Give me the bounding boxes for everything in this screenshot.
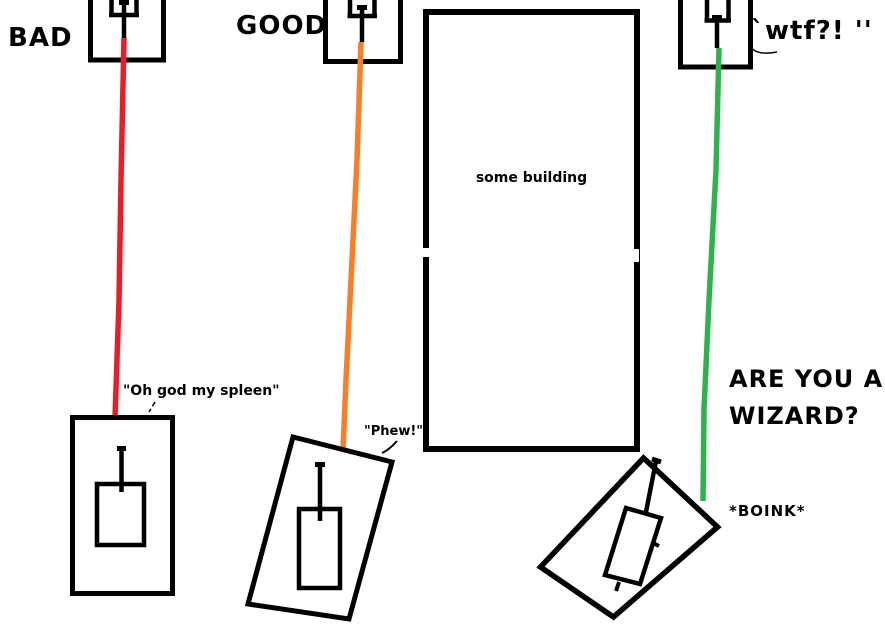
pod-bad-inner-box: [94, 481, 147, 548]
pod-bad-stem-cap: [117, 446, 126, 451]
spleen-caption: "Oh god my spleen": [123, 383, 280, 399]
anchor-good-stem-cap: [357, 5, 367, 10]
wtf-caption-leader-line: [749, 45, 778, 54]
phew-caption: "Phew!": [364, 424, 424, 439]
building-wall-notch-right: [633, 249, 639, 262]
pod-good: [244, 433, 396, 622]
pod-wizard: [536, 454, 722, 621]
building-wall-notch-left: [422, 248, 430, 257]
rope-wizard: [700, 47, 722, 502]
anchor-bad-stem-cap: [119, 0, 129, 5]
building-outline: [423, 9, 640, 452]
wizard-caption-line1: ARE YOU A: [729, 365, 884, 393]
anchor-box-bad-outline: [88, 0, 166, 63]
phew-caption-leader-line: [381, 440, 398, 454]
spleen-caption-leader-line: [148, 401, 156, 413]
anchor-box-bad: [88, 0, 166, 63]
pod-good-inner-box: [296, 506, 343, 591]
good-label: GOOD: [236, 11, 328, 41]
wtf-caption: `wtf?! '': [751, 16, 873, 46]
boink-sfx: *BOINK*: [729, 502, 806, 520]
pod-wizard-tick-right: [652, 541, 660, 548]
pod-wizard-stem: [643, 460, 659, 513]
pod-wizard-tick-bottom: [614, 581, 621, 592]
pod-good-stem-cap: [315, 462, 325, 467]
anchor-wizard-stem-cap: [712, 15, 722, 21]
rope-good: [340, 41, 364, 452]
pod-wizard-stem-cap: [651, 456, 662, 465]
anchor-box-wizard-outline: [678, 0, 753, 70]
pod-bad: [70, 415, 175, 596]
anchor-box-wizard: [678, 0, 753, 70]
wizard-caption-line2: WIZARD?: [729, 402, 860, 430]
building: [422, 9, 640, 452]
building-label: some building: [475, 170, 588, 186]
bad-label: BAD: [8, 23, 73, 53]
pod-wizard-inner-box: [602, 505, 664, 587]
rope-bad: [112, 37, 127, 419]
